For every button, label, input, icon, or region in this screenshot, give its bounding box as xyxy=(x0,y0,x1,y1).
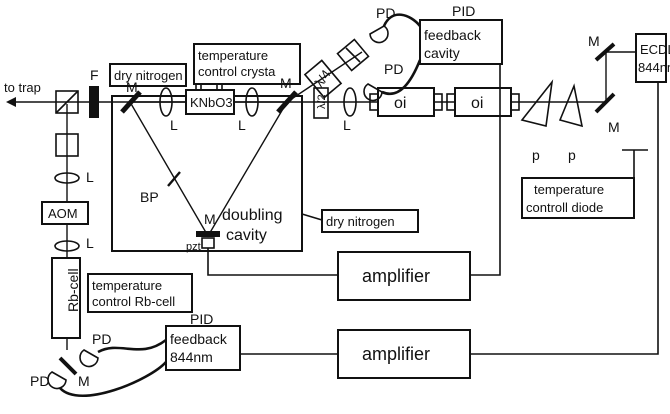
temp-diode-box xyxy=(521,177,635,219)
wire-amp-feedback xyxy=(470,64,501,276)
label-lens-after: L xyxy=(343,117,351,133)
label-pd-bottom: PD xyxy=(384,61,403,77)
feedback-cavity-box xyxy=(419,19,503,65)
wire-pd-bottom xyxy=(381,59,422,95)
label-oi-1: oi xyxy=(394,95,406,112)
temp-control-rb-box xyxy=(87,273,193,313)
cavity-enclosure xyxy=(111,95,303,252)
label-mirror-cavity: M xyxy=(204,211,216,227)
label-filter: F xyxy=(90,67,99,83)
pzt-mount xyxy=(196,231,220,237)
ecdl-beam xyxy=(522,51,636,103)
amplifier-bottom-box xyxy=(337,329,471,379)
label-mirror-left: M xyxy=(126,79,138,95)
prism-2 xyxy=(558,83,584,128)
pd-beam xyxy=(286,51,363,103)
beam-splitter-branch xyxy=(55,133,79,157)
wire-amp-bottom-ecdl xyxy=(470,82,659,355)
lens-after-cavity xyxy=(343,87,357,117)
knbo3-crystal xyxy=(185,89,235,115)
label-lens-branch-top: L xyxy=(86,169,94,185)
mirror-right xyxy=(276,90,298,114)
pd-cube-diag xyxy=(345,47,361,63)
label-oi-2: oi xyxy=(471,95,483,112)
mirror-left xyxy=(120,90,142,114)
brewster-plate xyxy=(167,171,181,187)
to-trap-arrow xyxy=(6,97,16,107)
label-prism-2: p xyxy=(568,147,576,163)
label-ecdl: ECDL844nm xyxy=(638,42,670,75)
feedback-844-box xyxy=(165,325,241,371)
label-lens-branch-bottom: L xyxy=(86,235,94,251)
label-pd-top: PD xyxy=(376,5,395,21)
dry-nitrogen-bottom-box xyxy=(321,209,419,233)
lens-branch-top xyxy=(54,172,80,184)
label-crystal: KNbO3 xyxy=(190,95,233,110)
amplifier-top-box xyxy=(337,251,471,301)
label-lens-left: L xyxy=(170,117,178,133)
label-pzt: pzt xyxy=(186,241,201,253)
lambda-half-plate xyxy=(313,87,329,119)
label-mirror-ecdl-bottom: M xyxy=(608,119,620,135)
label-dry-nitrogen-bottom: dry nitrogen xyxy=(326,214,395,229)
label-mirror-ecdl-top: M xyxy=(588,33,600,49)
label-lambda-half: λ/2 xyxy=(316,94,328,109)
label-mirror-bottom: M xyxy=(78,373,90,389)
lens-right xyxy=(245,87,259,117)
lambda-quarter-plate xyxy=(303,59,343,99)
oi2-cap-left xyxy=(446,93,456,111)
beam-splitter-main xyxy=(55,90,79,114)
filter xyxy=(89,86,99,118)
label-aom: AOM xyxy=(48,206,78,221)
wire-pd-feedback-1 xyxy=(97,338,167,354)
lens-branch-bottom xyxy=(54,240,80,252)
label-bp: BP xyxy=(140,189,159,205)
mirror-ecdl-bottom xyxy=(594,92,616,114)
beam-splitter-main-diag xyxy=(55,90,79,114)
wire-pd-feedback-2 xyxy=(59,361,167,398)
label-mirror-right: M xyxy=(280,75,292,91)
label-pd-lower-right: PD xyxy=(92,331,111,347)
lens-left xyxy=(159,87,173,117)
oi1-cap-right xyxy=(433,93,443,111)
label-pd-lower-left: PD xyxy=(30,373,49,389)
mirror-bottom xyxy=(58,356,78,376)
wire-pzt-amp xyxy=(207,248,338,276)
label-amplifier-top: amplifier xyxy=(362,266,430,286)
label-rb-cell: Rb-cell xyxy=(65,268,81,312)
oi2-cap-right xyxy=(510,93,520,111)
pd-lower-right xyxy=(79,349,99,368)
wire-pd-top xyxy=(382,13,421,27)
temp-control-crystal-box xyxy=(193,43,301,85)
label-pid-bottom: PID xyxy=(190,311,213,327)
label-amplifier-bottom: amplifier xyxy=(362,344,430,364)
label-lens-right: L xyxy=(238,117,246,133)
ecdl-box xyxy=(635,33,667,83)
prism-1 xyxy=(520,79,554,127)
pd-cube xyxy=(336,38,370,72)
label-pid-top: PID xyxy=(452,3,475,19)
pd-bottom xyxy=(363,83,383,102)
mirror-ecdl-top xyxy=(594,42,616,62)
rb-cell-box xyxy=(51,257,81,339)
label-dry-nitrogen-top: dry nitrogen xyxy=(114,68,183,83)
pd-lower-left xyxy=(47,371,67,390)
dry-nitrogen-link xyxy=(301,213,323,221)
pd-top xyxy=(369,25,389,44)
label-prism-1: p xyxy=(532,147,540,163)
label-to-trap: to trap xyxy=(4,80,41,95)
dry-nitrogen-top-box xyxy=(109,63,187,87)
oi1-cap-left xyxy=(369,93,379,111)
aom-box xyxy=(41,201,89,225)
